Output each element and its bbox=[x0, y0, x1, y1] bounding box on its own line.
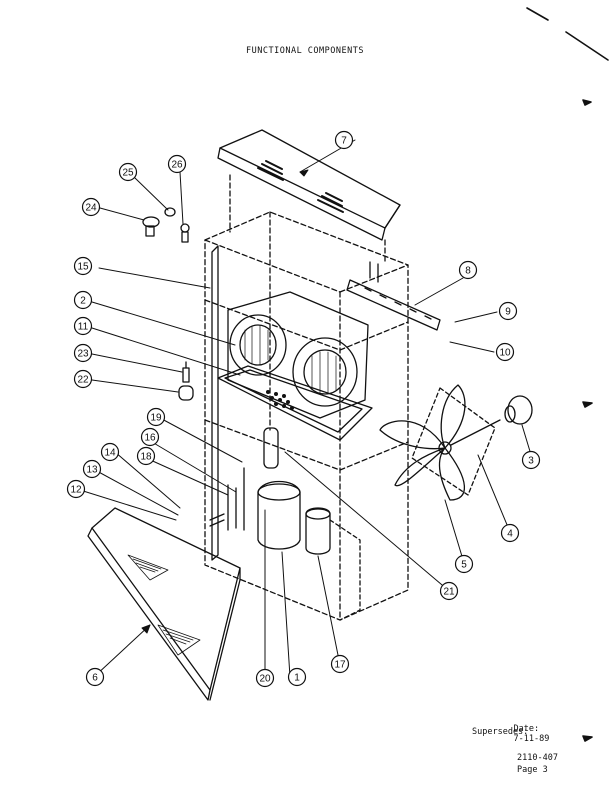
callout-number-2: 2 bbox=[80, 296, 86, 307]
callout-number-25: 25 bbox=[122, 168, 134, 179]
callout-circle-2 bbox=[73, 290, 93, 310]
callout-number-11: 11 bbox=[78, 322, 89, 333]
callout-circle-11 bbox=[73, 316, 93, 336]
date-value: 7-11-89 bbox=[513, 734, 550, 744]
callout-circle-17 bbox=[330, 654, 350, 674]
callout-number-21: 21 bbox=[443, 587, 455, 598]
callout-circle-4 bbox=[500, 523, 520, 543]
callout-number-15: 15 bbox=[77, 262, 89, 273]
callout-circle-8 bbox=[458, 260, 478, 280]
callout-circle-5 bbox=[454, 554, 474, 574]
supersedes-label: Supersedes: bbox=[472, 727, 529, 737]
callout-circle-12 bbox=[66, 479, 86, 499]
callout-number-4: 4 bbox=[507, 529, 513, 540]
callout-circle-16 bbox=[140, 427, 160, 447]
callout-number-8: 8 bbox=[465, 266, 471, 277]
callout-number-26: 26 bbox=[171, 160, 183, 171]
callout-number-13: 13 bbox=[86, 465, 98, 476]
top-cover bbox=[217, 129, 401, 241]
callout-circle-14 bbox=[100, 442, 120, 462]
callout-number-3: 3 bbox=[528, 456, 534, 467]
callout-markers: 1234567891011121314151617181920212223242… bbox=[66, 130, 541, 688]
callout-circle-18 bbox=[136, 446, 156, 466]
callout-circle-6 bbox=[85, 667, 105, 687]
callout-number-14: 14 bbox=[104, 448, 116, 459]
callout-number-5: 5 bbox=[461, 560, 467, 571]
cabinet-outline bbox=[204, 174, 409, 621]
callout-number-12: 12 bbox=[70, 485, 82, 496]
callout-circle-20 bbox=[255, 668, 275, 688]
thermostat-parts bbox=[178, 361, 194, 401]
callout-number-10: 10 bbox=[499, 348, 511, 359]
control-bracket bbox=[346, 261, 441, 331]
callout-circle-7 bbox=[334, 130, 354, 150]
callout-number-20: 20 bbox=[259, 674, 271, 685]
callout-circle-13 bbox=[82, 459, 102, 479]
callout-circle-15 bbox=[73, 256, 93, 276]
drain-pan bbox=[217, 365, 373, 441]
page-title: FUNCTIONAL COMPONENTS bbox=[246, 46, 364, 56]
callout-circle-22 bbox=[73, 369, 93, 389]
callout-circle-23 bbox=[73, 343, 93, 363]
date-label: Date: bbox=[513, 724, 540, 734]
callout-circle-19 bbox=[146, 407, 166, 427]
compressor-assembly bbox=[209, 427, 361, 621]
callout-circle-24 bbox=[81, 197, 101, 217]
callout-number-6: 6 bbox=[92, 673, 98, 684]
callout-circle-21 bbox=[439, 581, 459, 601]
page-number: Page 3 bbox=[517, 765, 548, 775]
scan-marks bbox=[526, 7, 609, 742]
callout-number-1: 1 bbox=[294, 673, 300, 684]
callout-circle-3 bbox=[521, 450, 541, 470]
callout-number-24: 24 bbox=[85, 203, 97, 214]
leader-lines bbox=[79, 139, 533, 679]
callout-number-22: 22 bbox=[77, 375, 89, 386]
callout-number-9: 9 bbox=[505, 307, 511, 318]
callout-number-19: 19 bbox=[150, 413, 162, 424]
callout-number-17: 17 bbox=[334, 660, 346, 671]
valve-parts bbox=[142, 207, 190, 243]
callout-number-23: 23 bbox=[77, 349, 89, 360]
callout-circle-25 bbox=[118, 162, 138, 182]
callout-circle-26 bbox=[167, 154, 187, 174]
callout-number-16: 16 bbox=[144, 433, 156, 444]
callout-number-18: 18 bbox=[140, 452, 152, 463]
callout-circle-9 bbox=[498, 301, 518, 321]
document-number: 2110-407 bbox=[517, 753, 558, 763]
callout-circle-1 bbox=[287, 667, 307, 687]
callout-circle-10 bbox=[495, 342, 515, 362]
side-rail bbox=[211, 245, 219, 561]
condenser-fan bbox=[379, 384, 533, 501]
front-grille bbox=[87, 507, 241, 701]
callout-number-7: 7 bbox=[341, 136, 347, 147]
